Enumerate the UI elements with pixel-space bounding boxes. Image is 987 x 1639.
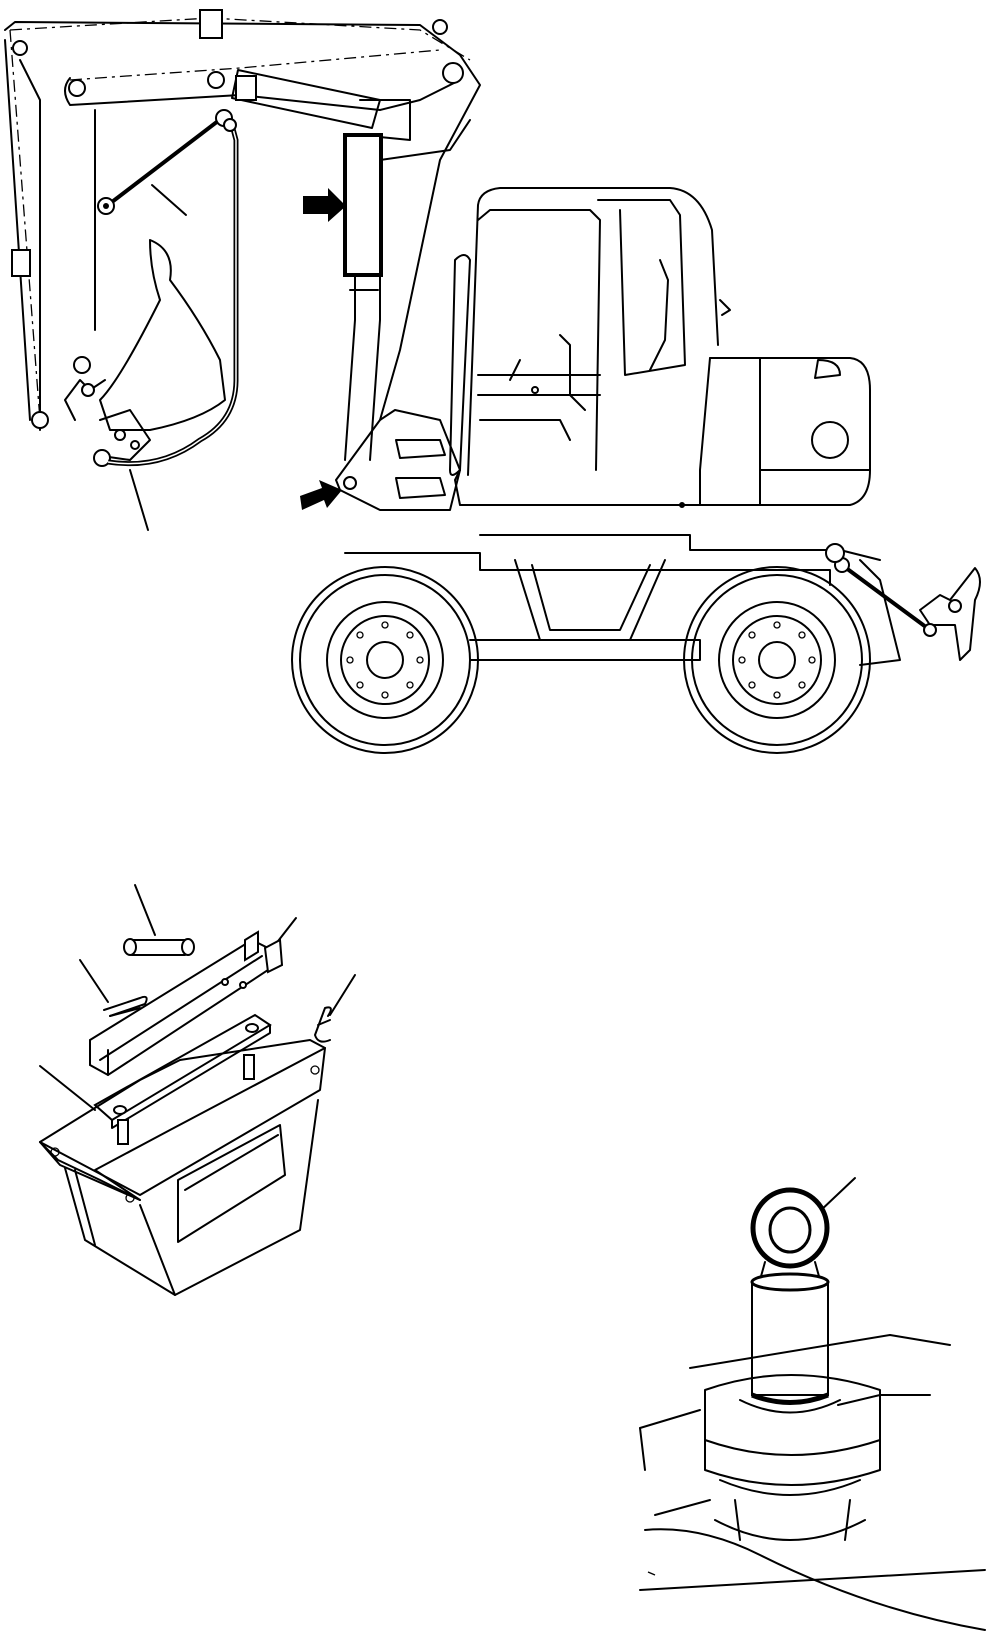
tow-bar-channel [89, 930, 284, 1077]
engine-hood [454, 357, 871, 508]
callout-leader-clip-left [79, 959, 109, 1003]
tow-bar-pin [123, 938, 195, 956]
spring-clip-right [314, 1006, 332, 1043]
excavator-side-view [4, 9, 981, 754]
toolbox-view [39, 884, 356, 1296]
mounting-pin [739, 1272, 841, 1414]
bucket [31, 239, 226, 467]
rear-blade [825, 543, 981, 661]
arm-foot [335, 409, 461, 511]
bracket-plate [93, 1013, 272, 1129]
arrow-upper [303, 188, 346, 222]
chassis [344, 534, 901, 666]
bucket-safety-chain [107, 118, 239, 531]
boom-stay-cable [97, 109, 233, 216]
boom-frame [4, 9, 481, 431]
arrow-lower [300, 480, 342, 510]
frame-plate [639, 1334, 986, 1631]
callout-leader-clip-right [329, 974, 356, 1016]
boom-cylinder [231, 69, 411, 461]
stud-left [117, 1119, 129, 1145]
eyebolt-view [639, 1177, 986, 1631]
front-wheel [291, 566, 479, 754]
eyebolt-ring [750, 1187, 830, 1281]
pin-boss [704, 1374, 881, 1541]
spring-clip-left [103, 995, 148, 1017]
rear-wheel [683, 566, 871, 754]
cab [449, 187, 731, 476]
stud-right [243, 1054, 255, 1080]
callout-leader-plate [39, 1065, 96, 1111]
callout-leader-pin [134, 884, 156, 936]
toolbox [39, 1039, 326, 1296]
